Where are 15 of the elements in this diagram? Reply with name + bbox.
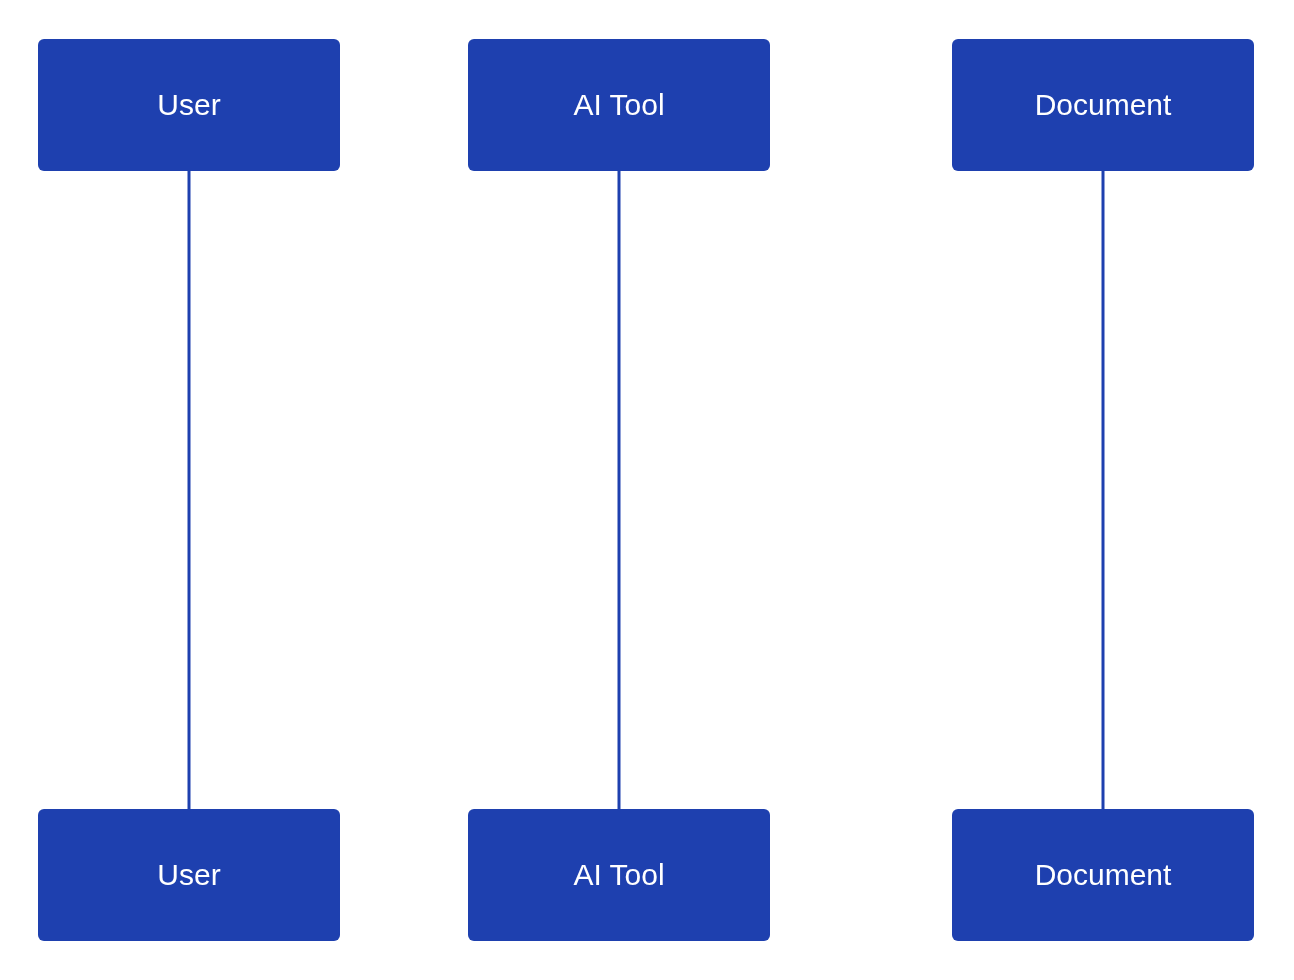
participant-box	[468, 809, 770, 941]
participant-label: Document	[1034, 858, 1172, 892]
participant-box	[38, 809, 340, 941]
participant-box	[952, 39, 1254, 171]
participant-label: User	[157, 88, 221, 122]
participant-label: AI Tool	[573, 88, 665, 122]
participant-box	[952, 809, 1254, 941]
participant-box	[38, 39, 340, 171]
participant-label: Document	[1034, 88, 1172, 122]
participant-label: User	[157, 858, 221, 892]
connector-line	[1101, 171, 1105, 809]
connector-line	[617, 171, 621, 809]
participant-box	[468, 39, 770, 171]
participant-label: AI Tool	[573, 858, 665, 892]
connector-line	[187, 171, 191, 809]
